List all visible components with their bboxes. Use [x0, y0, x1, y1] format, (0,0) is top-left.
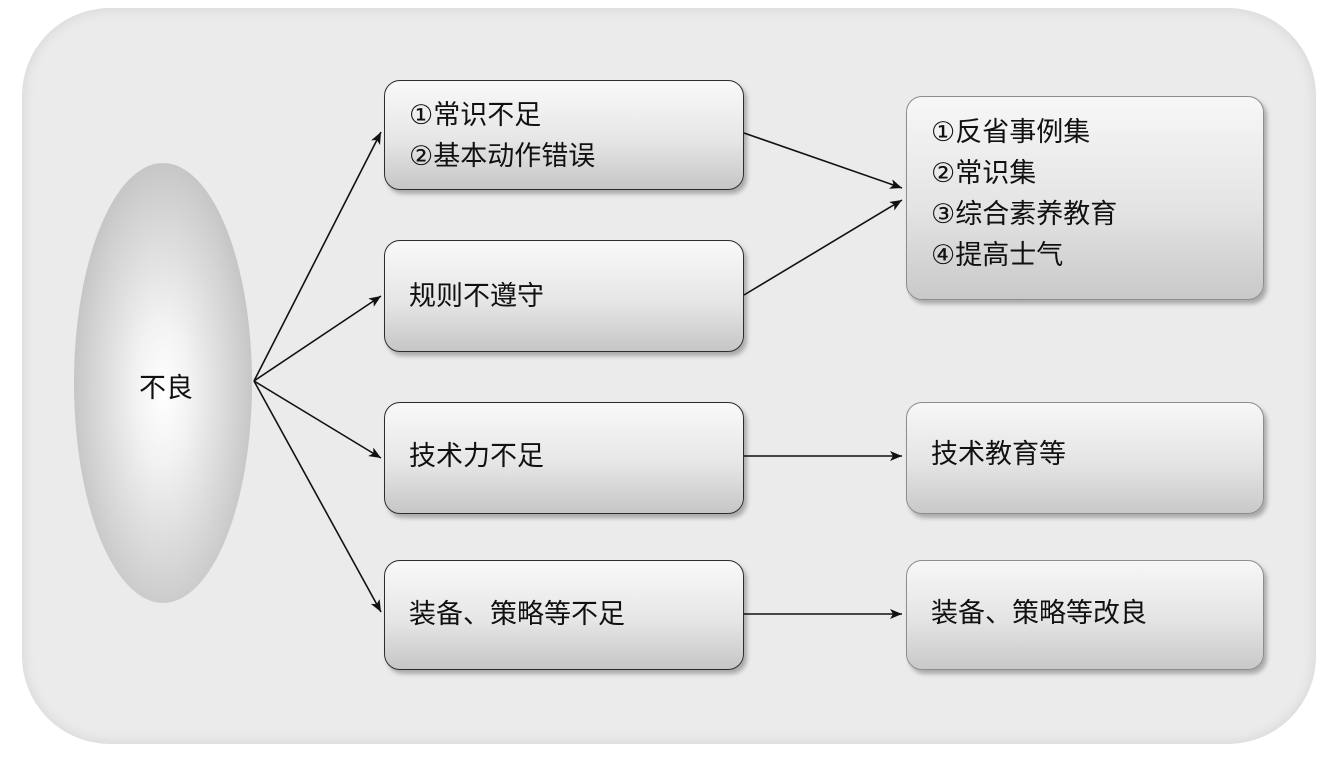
measure-line: 技术教育等: [931, 439, 1066, 470]
measure-line: ②常识集: [931, 158, 1037, 189]
measure-line: ④提高士气: [931, 240, 1064, 271]
arrow-source-to-cause-1: [253, 131, 382, 382]
cause-box-skill: 技术力不足: [384, 402, 744, 514]
arrow-cause-1-to-measure-1: [743, 132, 903, 189]
arrow-cause-2-to-measure-1: [743, 199, 903, 296]
source-node: 不良: [74, 163, 252, 603]
cause-line: 规则不遵守: [409, 281, 544, 312]
cause-line: 技术力不足: [409, 441, 544, 472]
measure-box-skill-training: 技术教育等: [906, 402, 1264, 514]
cause-box-rules: 规则不遵守: [384, 240, 744, 352]
arrow-source-to-cause-2: [253, 295, 382, 382]
cause-line: ①常识不足: [409, 100, 542, 131]
source-label: 不良: [139, 372, 193, 404]
arrow-source-to-cause-4: [253, 380, 382, 613]
measure-line: ①反省事例集: [931, 117, 1091, 148]
measure-line: 装备、策略等改良: [931, 598, 1147, 629]
measure-box-equipment-improvement: 装备、策略等改良: [906, 560, 1264, 670]
cause-box-common-sense: ①常识不足 ②基本动作错误: [384, 80, 744, 190]
measure-box-education: ①反省事例集 ②常识集 ③综合素养教育 ④提高士气: [906, 96, 1264, 300]
measure-line: ③综合素养教育: [931, 199, 1118, 230]
cause-line: 装备、策略等不足: [409, 599, 625, 630]
cause-line: ②基本动作错误: [409, 141, 596, 172]
cause-box-equipment: 装备、策略等不足: [384, 560, 744, 670]
arrow-source-to-cause-3: [253, 380, 382, 459]
